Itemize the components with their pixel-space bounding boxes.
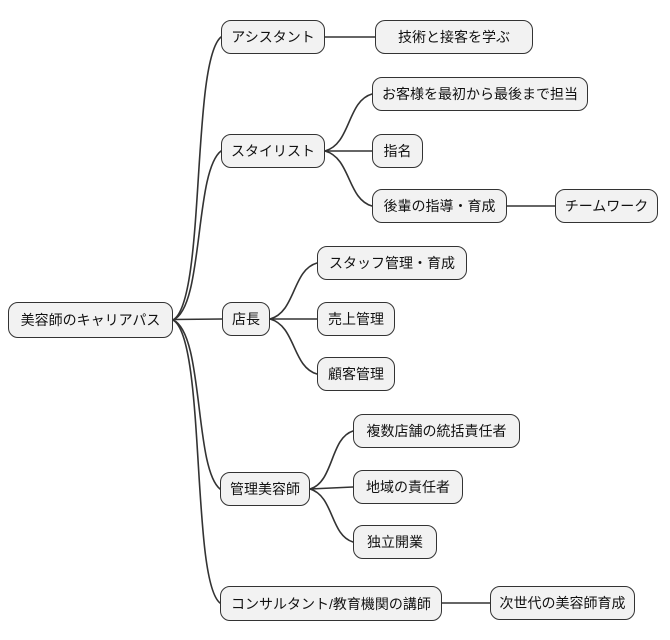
node-mentoring: 後輩の指導・育成 [372, 189, 507, 223]
node-multi-store-director: 複数店舗の統括責任者 [353, 414, 520, 448]
edge-managing-beautician-independent [309, 488, 354, 543]
node-staff-management: スタッフ管理・育成 [317, 246, 467, 280]
edge-store-manager-staff-management [269, 262, 318, 320]
edge-stylist-mentoring [324, 150, 373, 207]
node-customer-management: 顧客管理 [317, 357, 395, 391]
node-nomination: 指名 [372, 134, 423, 168]
node-next-gen-training: 次世代の美容師育成 [490, 586, 635, 620]
edge-root-assistant [172, 36, 222, 321]
node-stylist: スタイリスト [221, 134, 325, 168]
node-handle-customers: お客様を最初から最後まで担当 [372, 77, 588, 111]
node-sales-management: 売上管理 [317, 302, 395, 336]
edge-root-consultant [172, 319, 221, 604]
node-teamwork: チームワーク [555, 189, 658, 223]
node-managing-beautician: 管理美容師 [220, 472, 310, 506]
edge-managing-beautician-regional [309, 486, 354, 490]
node-learn-skills: 技術と接客を学ぶ [375, 20, 533, 54]
node-assistant: アシスタント [221, 20, 325, 54]
node-root: 美容師のキャリアパス [8, 302, 173, 338]
node-store-manager: 店長 [222, 302, 270, 336]
edge-managing-beautician-multi-store [309, 430, 354, 490]
edge-store-manager-customer-management [269, 318, 318, 375]
edge-stylist-handle-customers [324, 93, 373, 152]
node-independent-business: 独立開業 [353, 525, 437, 559]
edge-root-stylist [172, 150, 222, 321]
node-regional-manager: 地域の責任者 [353, 470, 463, 504]
edge-root-managing-beautician [172, 319, 221, 490]
edge-root-store-manager [172, 318, 223, 321]
node-consultant-lecturer: コンサルタント/教育機関の講師 [220, 586, 442, 621]
